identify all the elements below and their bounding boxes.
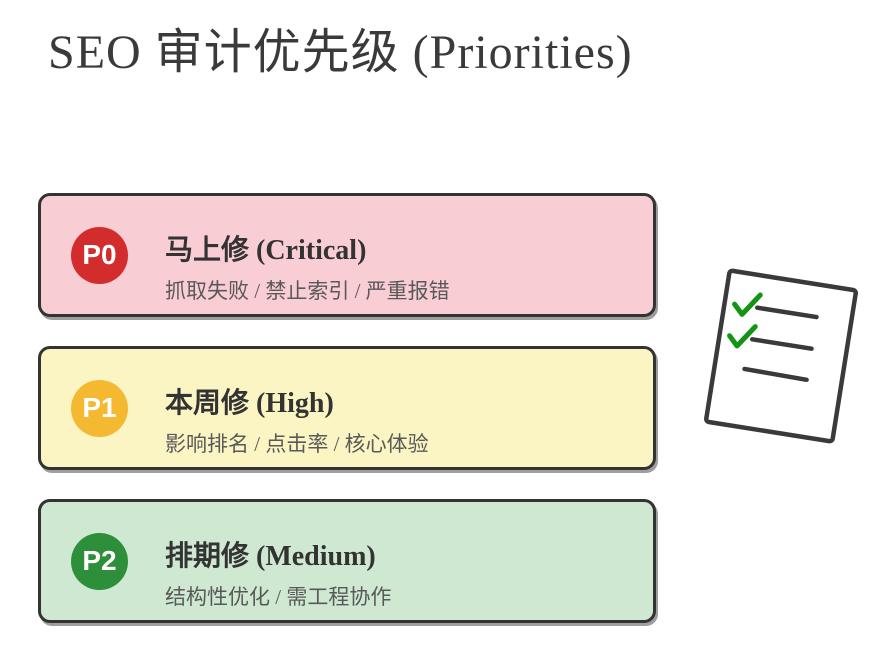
priority-card-p1: P1 本周修 (High) 影响排名 / 点击率 / 核心体验 bbox=[38, 346, 656, 470]
list-line bbox=[750, 337, 814, 351]
card-text-block: 马上修 (Critical) 抓取失败 / 禁止索引 / 严重报错 bbox=[165, 208, 450, 303]
check-icon bbox=[727, 324, 758, 349]
priority-badge-p1: P1 bbox=[71, 379, 128, 437]
card-subtitle: 结构性优化 / 需工程协作 bbox=[165, 584, 392, 609]
list-line bbox=[755, 305, 819, 320]
card-subtitle: 影响排名 / 点击率 / 核心体验 bbox=[165, 431, 429, 456]
card-text-block: 本周修 (High) 影响排名 / 点击率 / 核心体验 bbox=[165, 361, 429, 456]
card-title: 本周修 (High) bbox=[165, 387, 334, 419]
list-line bbox=[742, 366, 809, 383]
card-title: 马上修 (Critical) bbox=[165, 234, 367, 266]
card-text-block: 排期修 (Medium) 结构性优化 / 需工程协作 bbox=[165, 514, 391, 609]
priority-card-p2: P2 排期修 (Medium) 结构性优化 / 需工程协作 bbox=[38, 499, 656, 623]
priority-card-p0: P0 马上修 (Critical) 抓取失败 / 禁止索引 / 严重报错 bbox=[38, 193, 656, 317]
check-icon bbox=[732, 292, 763, 317]
page-title: SEO 审计优先级 (Priorities) bbox=[48, 26, 633, 79]
card-title: 排期修 (Medium) bbox=[165, 540, 376, 572]
checklist-icon bbox=[704, 268, 858, 444]
priority-badge-p2: P2 bbox=[71, 532, 128, 590]
paper-sheet bbox=[704, 268, 858, 444]
priority-badge-p0: P0 bbox=[71, 226, 128, 284]
priority-card-list: P0 马上修 (Critical) 抓取失败 / 禁止索引 / 严重报错 P1 … bbox=[38, 193, 656, 623]
card-subtitle: 抓取失败 / 禁止索引 / 严重报错 bbox=[165, 278, 450, 303]
